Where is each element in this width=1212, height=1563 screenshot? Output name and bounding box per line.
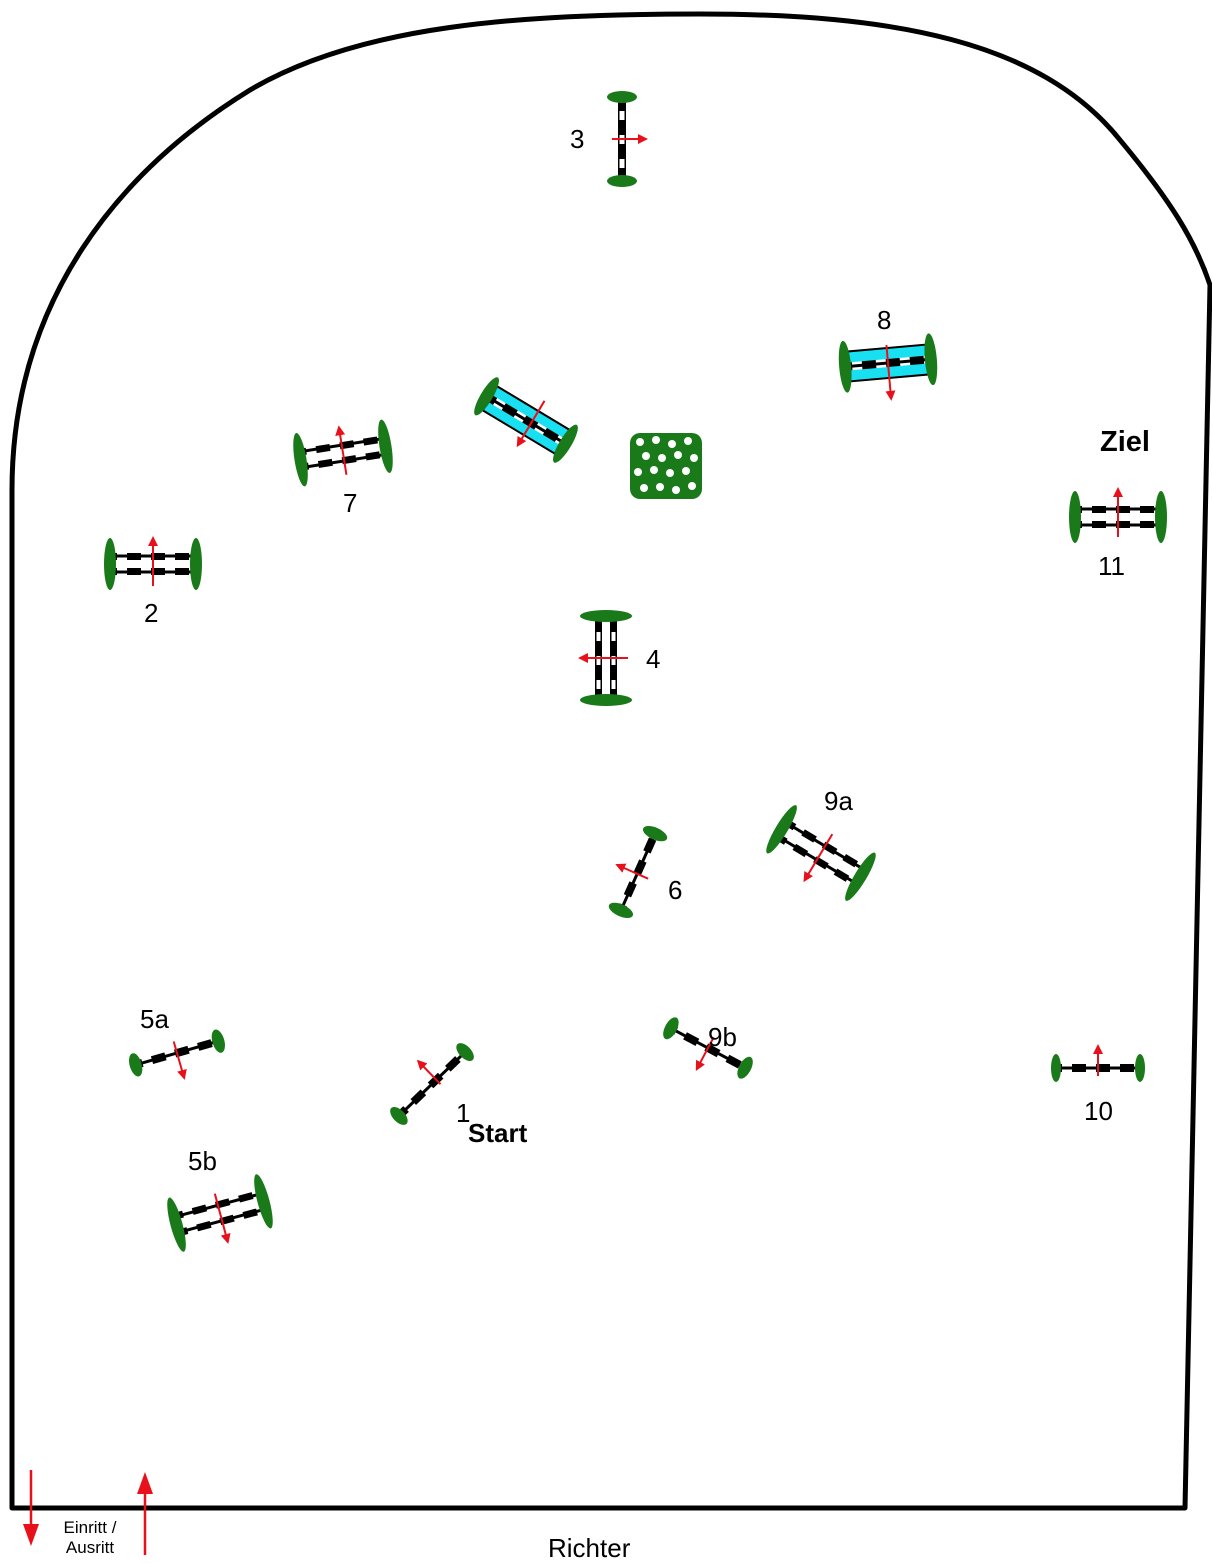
obstacle-label-5b: 5b [188, 1146, 217, 1176]
obstacle-11 [1069, 487, 1167, 543]
entry-exit-label-line2: Ausritt [65, 1537, 115, 1557]
obstacle-label-4: 4 [646, 644, 661, 674]
obstacle-5a [129, 1029, 225, 1080]
obstacle-2 [104, 536, 202, 590]
obstacle-10 [1051, 1044, 1145, 1082]
obstacle-label-7: 7 [343, 488, 358, 518]
arena-border [9, 11, 1212, 1511]
obstacle-1 [390, 1043, 474, 1125]
obstacle-9a [766, 805, 876, 901]
obstacle-label-5a: 5a [140, 1004, 169, 1034]
finish-label: Ziel [1100, 426, 1150, 458]
obstacle-label-3: 3 [570, 124, 585, 154]
obstacle-7 [293, 419, 393, 487]
water-fence [474, 377, 578, 463]
obstacle-label-2: 2 [144, 598, 159, 628]
entry-exit-label-line1: Einritt / [63, 1518, 117, 1537]
obstacle-9b [663, 1017, 753, 1079]
obstacle-label-11: 11 [1098, 551, 1125, 581]
flower-bed-decoration [630, 433, 702, 499]
obstacle-label-9a: 9a [824, 786, 853, 816]
entry-arrow [23, 1470, 39, 1546]
obstacle-label-9b: 9b [708, 1022, 737, 1052]
obstacle-6 [608, 826, 668, 918]
obstacle-5b [167, 1174, 273, 1252]
obstacle-label-1: 1 [456, 1098, 471, 1128]
obstacle-label-10: 10 [1084, 1096, 1113, 1126]
obstacle-label-6: 6 [668, 875, 683, 905]
obstacle-4 [578, 610, 632, 706]
entry-exit-label: Einritt / Ausritt [50, 1518, 130, 1557]
obstacle-8 [838, 333, 938, 401]
obstacle-label-8: 8 [877, 305, 892, 335]
obstacle-3 [607, 91, 648, 187]
exit-arrow [137, 1472, 153, 1555]
start-label: Start [468, 1118, 528, 1148]
judge-label: Richter [548, 1533, 631, 1563]
